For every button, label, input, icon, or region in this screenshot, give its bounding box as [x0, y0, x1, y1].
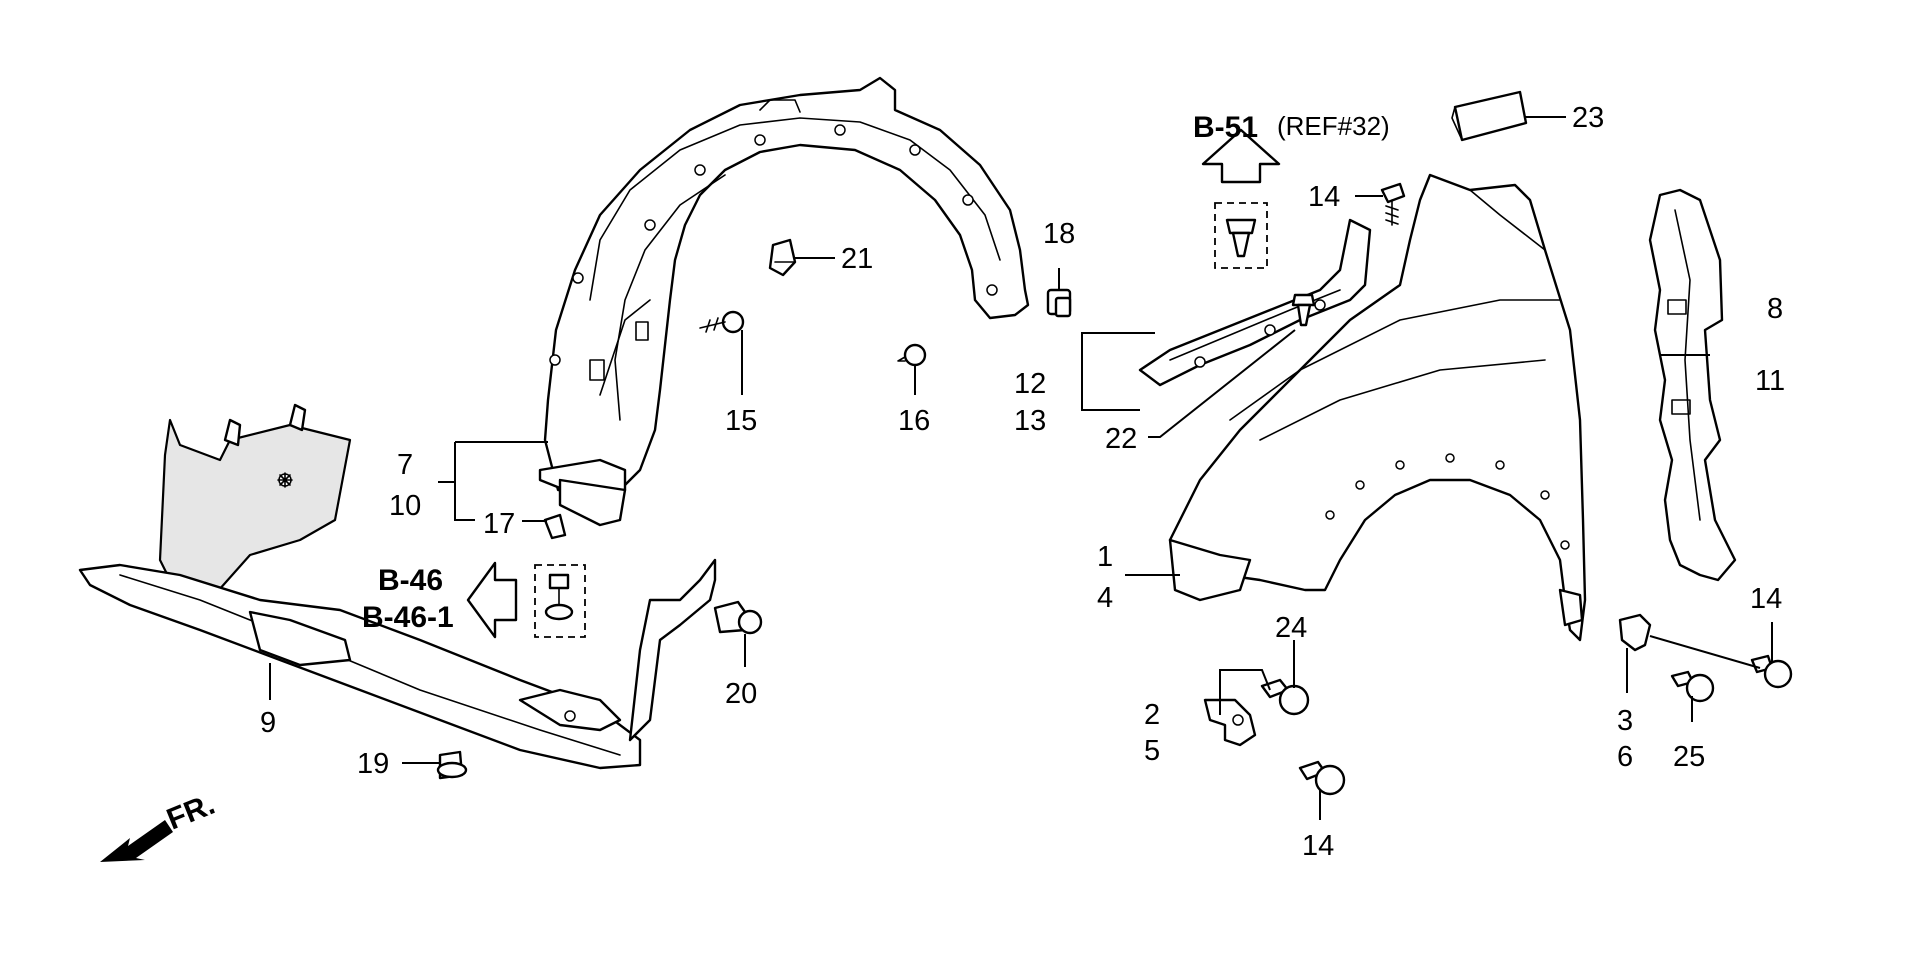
callout-7: 7	[397, 449, 413, 481]
reference-b51: B-51	[1193, 111, 1258, 144]
callout-2: 2	[1144, 699, 1160, 731]
bolt-20	[713, 600, 763, 635]
front-direction-label: FR.	[162, 788, 219, 837]
callout-25: 25	[1673, 741, 1705, 773]
screw-15	[699, 310, 745, 334]
callout-3: 3	[1617, 705, 1633, 737]
fender-bracket	[1138, 218, 1372, 387]
callout-14-right: 14	[1750, 583, 1782, 615]
arrow-up-b51	[1201, 128, 1281, 184]
reference-b51-ref: (REF#32)	[1277, 111, 1390, 141]
callout-labels: 1 4 2 5 3 6 7 10 8 11 9 12 13 14 14 14 1…	[260, 102, 1785, 862]
callout-9: 9	[260, 707, 276, 739]
reference-b46: B-46	[378, 564, 443, 597]
reference-box-b51	[1214, 202, 1268, 269]
callout-19: 19	[357, 748, 389, 780]
lower-fender-bracket-left	[1203, 698, 1257, 747]
fender-seal	[1648, 188, 1737, 582]
arrow-left-b46	[466, 561, 518, 639]
fender-garnish-23	[1451, 90, 1528, 142]
callout-20: 20	[725, 678, 757, 710]
callout-4: 4	[1097, 582, 1113, 614]
front-fender	[1168, 173, 1587, 642]
screw-16	[897, 343, 927, 367]
reference-b46-1: B-46-1	[362, 601, 454, 634]
inner-fender-liner	[538, 76, 1030, 527]
callout-10: 10	[389, 490, 421, 522]
nut-18	[1046, 288, 1072, 318]
callout-14-bottom: 14	[1302, 830, 1334, 862]
callout-21: 21	[841, 243, 873, 275]
callout-22: 22	[1105, 423, 1137, 455]
callout-15: 15	[725, 405, 757, 437]
bolt-14-top	[1380, 182, 1406, 226]
callout-6: 6	[1617, 741, 1633, 773]
callout-8: 8	[1767, 293, 1783, 325]
front-splash-shield	[78, 403, 717, 770]
bolt-14-lower	[1298, 760, 1346, 796]
bolt-24	[1260, 678, 1310, 716]
callout-13: 13	[1014, 405, 1046, 437]
lower-fender-bracket-right	[1618, 613, 1652, 652]
leader-lines	[269, 116, 1773, 820]
front-direction-arrow	[100, 820, 173, 862]
clip-22	[1291, 293, 1316, 327]
callout-1: 1	[1097, 541, 1113, 573]
callout-5: 5	[1144, 735, 1160, 767]
bolt-19	[436, 750, 468, 780]
bolt-25	[1670, 670, 1715, 703]
callout-11: 11	[1755, 365, 1785, 397]
callout-14-top: 14	[1308, 181, 1340, 213]
callout-12: 12	[1014, 368, 1046, 400]
callout-23: 23	[1572, 102, 1604, 134]
callout-24: 24	[1275, 612, 1307, 644]
clip-17	[543, 513, 567, 540]
callout-17: 17	[483, 508, 515, 540]
reference-box-b46	[534, 564, 586, 638]
callout-18: 18	[1043, 218, 1075, 250]
callout-16: 16	[898, 405, 930, 437]
clip-21	[768, 238, 797, 277]
